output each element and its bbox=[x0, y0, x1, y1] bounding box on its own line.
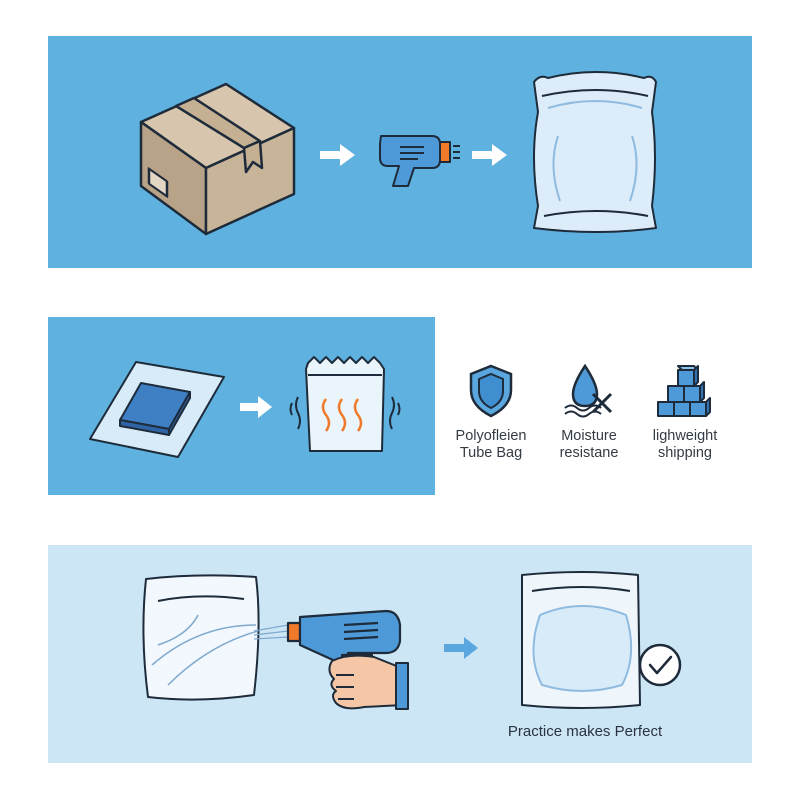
cardboard-box-icon bbox=[139, 82, 296, 236]
step-panel-bottom bbox=[48, 545, 752, 763]
water-drop-x-icon bbox=[564, 363, 613, 418]
feature-tube-bag: Polyofleien Tube Bag bbox=[436, 360, 546, 462]
heated-bag-icon bbox=[289, 356, 401, 452]
arrow-right-icon bbox=[320, 144, 355, 166]
shield-icon bbox=[469, 364, 513, 418]
feature-lightweight: lighweight shipping bbox=[630, 360, 740, 462]
step-panel-middle bbox=[48, 317, 435, 495]
feature-label: Moisture resistane bbox=[559, 428, 619, 461]
flat-pouch-icon bbox=[89, 361, 225, 458]
arrow-right-icon bbox=[444, 637, 478, 659]
feature-moisture: Moisture resistane bbox=[534, 360, 644, 462]
feature-label: Polyofleien Tube Bag bbox=[455, 428, 527, 461]
arrow-right-icon bbox=[472, 144, 507, 166]
caption-text: Practice makes Perfect bbox=[507, 723, 663, 740]
plastic-bag-icon bbox=[142, 574, 289, 701]
hand-icon bbox=[328, 654, 409, 710]
check-circle-icon bbox=[638, 643, 682, 687]
arrow-right-icon bbox=[240, 396, 272, 418]
feature-label: lighweight shipping bbox=[652, 428, 718, 461]
step-panel-top bbox=[48, 36, 752, 268]
plastic-bag-icon bbox=[521, 571, 641, 709]
plastic-bag-icon bbox=[533, 71, 657, 233]
heat-gun-icon bbox=[379, 135, 460, 187]
cubes-icon bbox=[657, 365, 711, 417]
